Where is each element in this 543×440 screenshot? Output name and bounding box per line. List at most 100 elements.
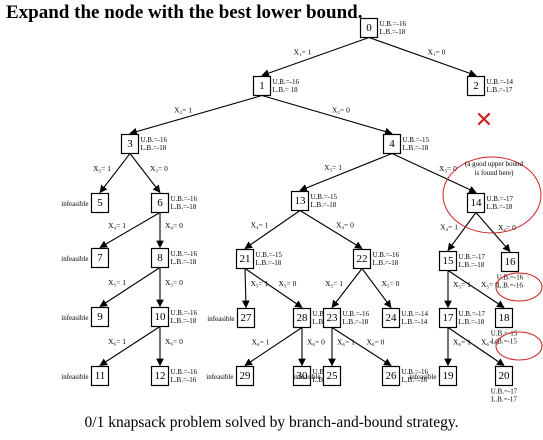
lower-bound-label: L.B.=-18 <box>403 144 429 152</box>
node-box <box>466 75 486 97</box>
pruned-x-icon: ✕ <box>475 108 493 133</box>
upper-bound-label: U.B.=-16 <box>171 368 198 376</box>
edge-line <box>361 268 392 309</box>
edge-0-2: X₁= 0 <box>368 36 477 77</box>
branch-condition-label: X₆= 1 <box>337 338 355 347</box>
branch-condition-label: X₃= 0 <box>150 164 168 173</box>
node-box <box>292 307 312 329</box>
lower-bound-label: L.B.=-16 <box>402 376 428 384</box>
edge-28-30: X₆= 0 <box>298 327 325 367</box>
node-box <box>359 17 379 39</box>
tree-node-20: 20U.B.=-17L.B.=-17 <box>491 365 518 404</box>
edge-line <box>261 94 393 136</box>
branch-condition-label: X₆= 1 <box>252 338 270 347</box>
node-number: 10 <box>155 311 167 323</box>
node-number: 29 <box>240 370 252 382</box>
node-number: 24 <box>386 312 398 324</box>
lower-bound-label: L.B.=-18 <box>487 203 513 211</box>
node-box <box>120 133 140 155</box>
edge-28-29: X₆= 1 <box>244 327 303 366</box>
edge-line <box>241 268 250 309</box>
branch-condition-label: X₄= 0 <box>165 221 183 230</box>
upper-bound-label: U.B.=-15 <box>311 193 338 201</box>
edge-line <box>129 153 161 194</box>
branch-condition-label: X₂= 0 <box>332 106 350 115</box>
lower-bound-label: L.B.=-18 <box>311 201 337 209</box>
branch-condition-label: X₅= 1 <box>251 279 269 288</box>
node-number: 13 <box>295 195 307 207</box>
node-box <box>494 307 514 329</box>
edge-13-21: X₄= 1 <box>244 210 301 249</box>
branch-condition-label: X₆= 0 <box>307 338 325 347</box>
node-number: 14 <box>471 197 483 209</box>
lower-bound-label: L.B.=-16 <box>497 282 523 290</box>
node-number: 20 <box>499 370 511 382</box>
edge-13-22: X₄= 0 <box>299 210 363 249</box>
branch-condition-label: X₃= 0 <box>439 164 457 173</box>
edge-line <box>244 327 303 366</box>
edge-line <box>447 270 505 308</box>
node-number: 3 <box>127 138 133 150</box>
lower-bound-label: L.B.=-16 <box>171 376 197 384</box>
branch-condition-label: X₆= 0 <box>367 338 385 347</box>
branch-condition-label: X₅= 1 <box>108 278 126 287</box>
edge-line <box>261 36 370 77</box>
node-box <box>150 192 170 214</box>
edge-21-27: X₅= 1 <box>241 268 269 309</box>
lower-bound-label: L.B.= 18 <box>273 86 299 94</box>
lower-bound-label: L.B.=-18 <box>380 28 406 36</box>
upper-bound-label: U.B.=-15 <box>256 251 283 259</box>
edge-1-4: X₂= 0 <box>261 94 393 136</box>
lower-bound-label: L.B.=-18 <box>459 261 485 269</box>
lower-bound-label: L.B.=-18 <box>141 144 167 152</box>
node-number: 1 <box>259 80 265 92</box>
lower-bound-label: L.B.=-18 <box>459 318 485 326</box>
edge-4-13: X₃= 1 <box>299 152 393 192</box>
edge-line <box>99 326 161 366</box>
edge-line <box>475 212 511 253</box>
node-number: 15 <box>443 255 455 267</box>
node-box <box>292 365 312 387</box>
upper-bound-label: U.B.=-16 <box>380 20 407 28</box>
upper-bound-label: U.B.=-17 <box>459 310 486 318</box>
branch-condition-label: X₆= 1 <box>453 338 471 347</box>
node-number: 7 <box>97 252 103 264</box>
edge-21-28: X₅= 0 <box>244 268 303 308</box>
upper-bound-label: U.B.=-16 <box>497 274 524 282</box>
edge-line <box>299 210 363 249</box>
node-box <box>500 251 520 273</box>
edge-3-5: X₃= 1 <box>93 153 131 194</box>
node-number: 8 <box>157 252 163 264</box>
infeasible-label: infeasible <box>61 314 88 322</box>
node-16-bounds-highlight <box>495 272 543 302</box>
infeasible-label: infeasible <box>61 255 88 263</box>
node-box <box>236 307 256 329</box>
infeasible-label: infeasible <box>61 373 88 381</box>
edge-6-7: X₄= 1 <box>99 212 161 248</box>
node-number: 21 <box>240 253 251 265</box>
node-number: 11 <box>95 370 106 382</box>
edge-10-11: X₆= 1 <box>99 326 161 366</box>
node-box <box>381 365 401 387</box>
branch-condition-label: X₄= 1 <box>251 221 269 230</box>
branch-condition-label: X₅= 1 <box>325 279 343 288</box>
branch-condition-label: X₆= 1 <box>108 337 126 346</box>
node-box <box>252 75 272 97</box>
node-number: 5 <box>97 197 103 209</box>
edge-line <box>99 212 161 248</box>
node-box <box>90 365 110 387</box>
lower-bound-label: L.B.=-17 <box>491 396 517 404</box>
